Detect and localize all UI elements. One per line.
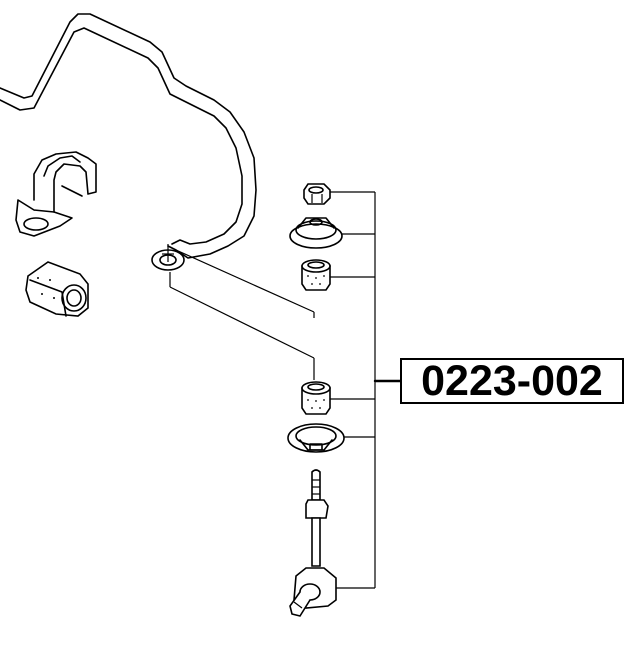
stabilizer-bushing-bracket <box>15 151 97 237</box>
stabilizer-bar <box>0 13 257 271</box>
upper-rubber-bushing <box>301 259 331 291</box>
lower-washer <box>287 423 345 453</box>
nut <box>303 183 331 205</box>
callout-bracket <box>330 191 402 589</box>
upper-washer <box>289 217 343 249</box>
part-number-label: 0223-002 <box>400 358 624 404</box>
stabilizer-link-ball-joint <box>289 469 337 617</box>
assembly-leader-lines <box>169 249 315 380</box>
stabilizer-bushing <box>25 261 89 317</box>
lower-rubber-bushing <box>301 381 331 415</box>
